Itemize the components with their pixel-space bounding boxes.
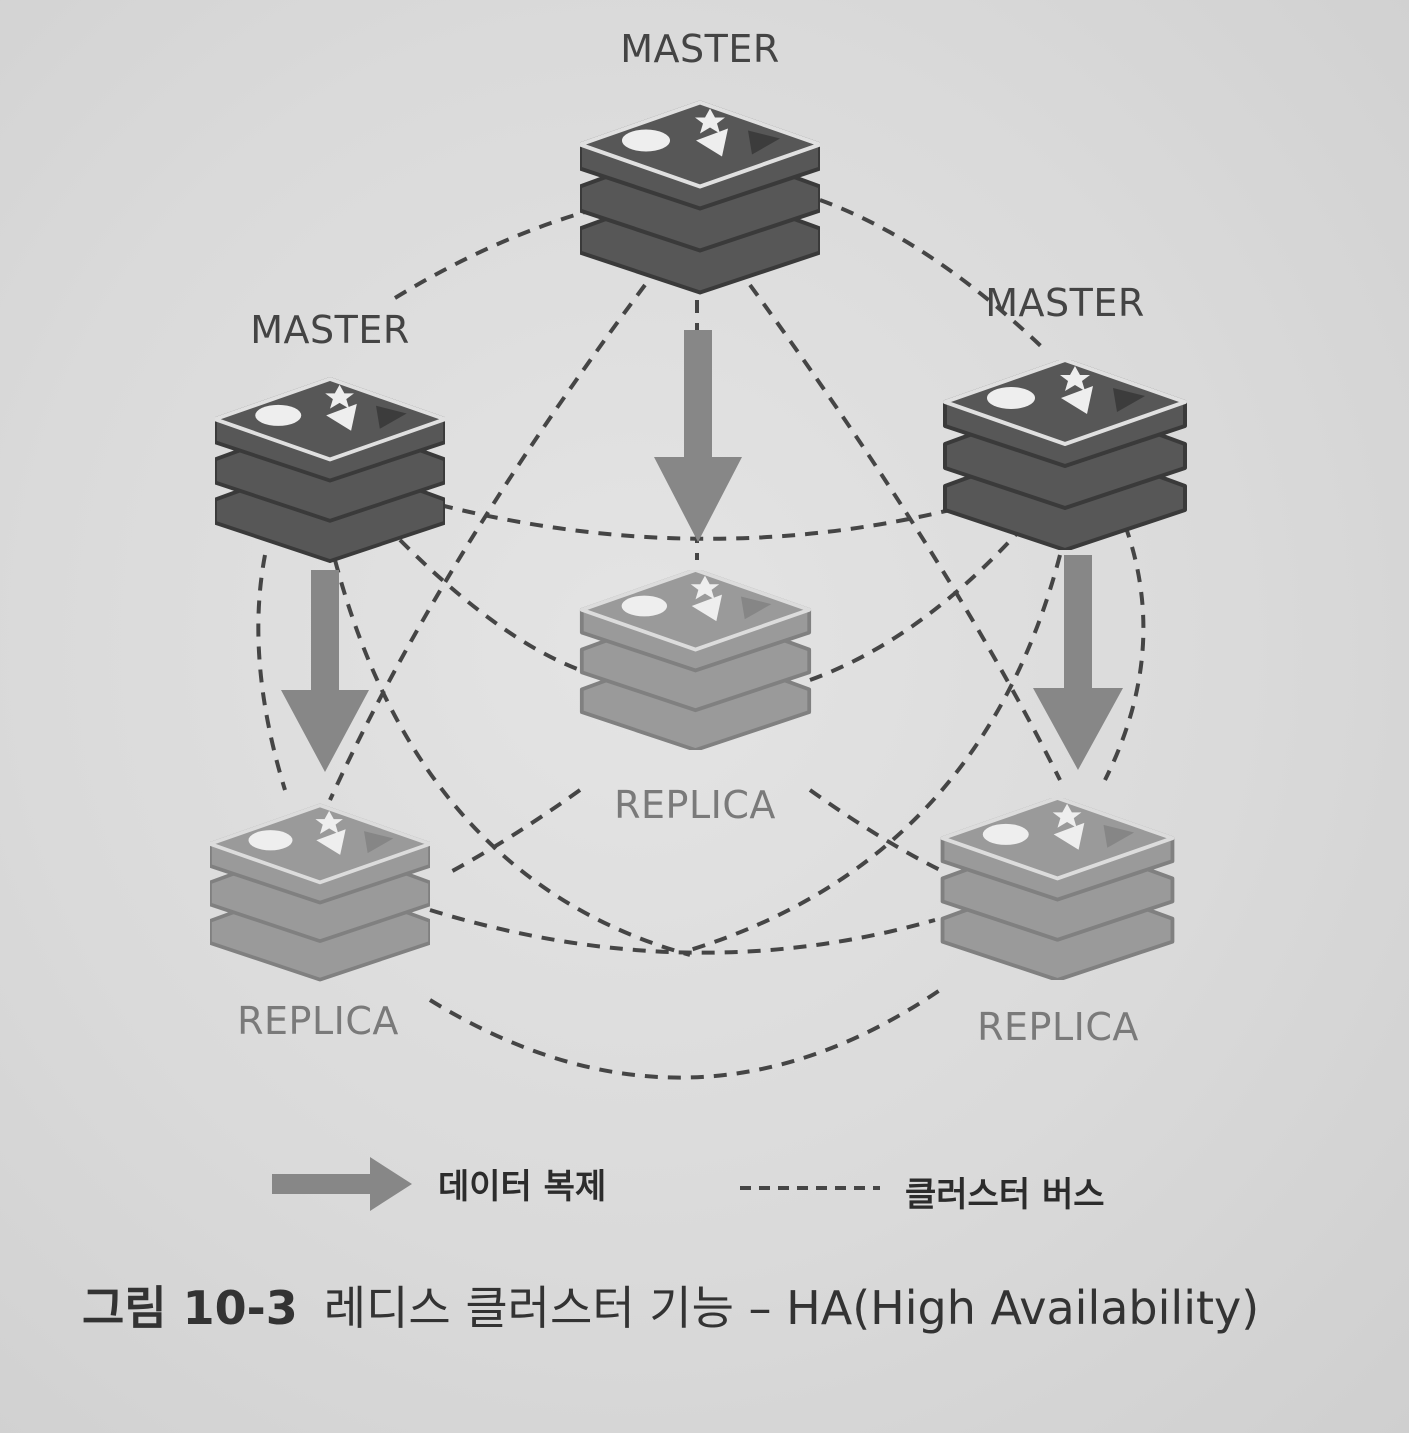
master-node-icon bbox=[580, 103, 820, 293]
cluster-bus-link bbox=[393, 210, 586, 300]
master-node-icon bbox=[945, 360, 1185, 550]
replication-arrow bbox=[1033, 555, 1123, 770]
cluster-bus-links bbox=[256, 198, 1146, 1080]
master-node-icon bbox=[215, 376, 445, 564]
node-label-replica-center: REPLICA bbox=[614, 783, 776, 827]
figure-number: 그림 10-3 bbox=[82, 1281, 298, 1335]
replica-node-icon bbox=[210, 803, 430, 982]
figure-title: 레디스 클러스터 기능 – HA(High Availability) bbox=[323, 1281, 1260, 1335]
cluster-bus-link bbox=[809, 528, 1022, 682]
node-label-master-left: MASTER bbox=[250, 308, 410, 352]
legend-replication-label: 데이터 복제 bbox=[438, 1167, 606, 1207]
legend-cluster-bus-label: 클러스터 버스 bbox=[905, 1175, 1105, 1215]
replica-node-icon bbox=[940, 798, 1175, 980]
cluster-bus-link bbox=[748, 283, 1062, 781]
cluster-bus-link bbox=[689, 554, 1062, 952]
legend: 데이터 복제 클러스터 버스 bbox=[272, 1157, 1105, 1215]
cluster-bus-link bbox=[398, 538, 581, 672]
cluster-bus-link bbox=[1103, 524, 1146, 781]
node-labels: MASTER MASTER MASTER REPLICA REPLICA REP… bbox=[237, 27, 1145, 1049]
node-label-replica-right: REPLICA bbox=[977, 1005, 1139, 1049]
cluster-bus-link bbox=[819, 198, 1047, 352]
node-label-master-top: MASTER bbox=[620, 27, 780, 71]
cluster-bus-link bbox=[256, 554, 287, 791]
cluster-bus-link bbox=[444, 788, 582, 877]
cluster-bus-link bbox=[429, 908, 936, 955]
legend-replication-arrow-icon bbox=[272, 1157, 412, 1211]
node-label-replica-left: REPLICA bbox=[237, 999, 399, 1043]
figure-caption: 그림 10-3 레디스 클러스터 기능 – HA(High Availabilit… bbox=[82, 1278, 1259, 1338]
node-label-master-right: MASTER bbox=[985, 281, 1145, 325]
replication-arrows bbox=[281, 330, 1123, 772]
replica-node-icon bbox=[579, 570, 812, 750]
cluster-bus-link bbox=[428, 988, 942, 1080]
cluster-bus-link bbox=[328, 283, 647, 801]
cluster-bus-link bbox=[808, 788, 941, 872]
replication-arrow bbox=[281, 570, 369, 772]
replication-arrow bbox=[654, 330, 742, 542]
